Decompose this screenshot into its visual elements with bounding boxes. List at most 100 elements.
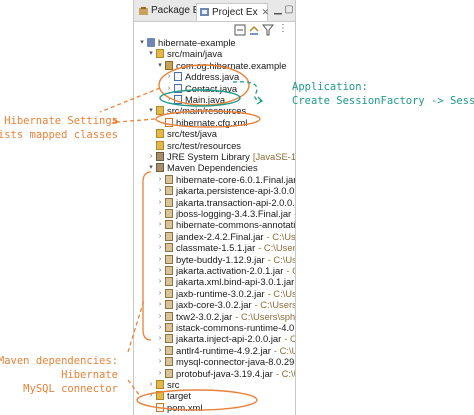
link-editor-icon[interactable] — [248, 23, 260, 37]
tree-item-label: src — [167, 378, 180, 391]
tree-item-label: jandex-2.4.2.Final.jar- C:\Users\sphe — [176, 230, 296, 243]
view-tab-bar: Package Ex Project Ex✕ ▁ ▢ — [134, 0, 295, 22]
tree-item[interactable]: ▾ Maven Dependencies — [134, 161, 295, 174]
tree-item-text: antlr4-runtime-4.9.2.jar — [176, 345, 271, 356]
tree-item-label: hibernate-core-6.0.1.Final.jar- C:\Users… — [176, 173, 295, 186]
chevron-icon[interactable]: ▾ — [149, 50, 153, 57]
library-icon — [156, 163, 164, 172]
tree-item[interactable]: ›jakarta.transaction-api-2.0.0.jar- — [134, 196, 295, 209]
chevron-icon[interactable]: › — [158, 278, 162, 285]
tree-item[interactable]: ›txw2-3.0.2.jar- C:\Users\spher\.m2\ — [134, 310, 295, 323]
jar-icon — [165, 346, 173, 355]
tree-item[interactable]: ▾ hibernate-example — [134, 36, 295, 49]
close-icon[interactable]: ✕ — [261, 7, 270, 17]
tree-item[interactable]: ›jaxb-runtime-3.0.2.jar- C:\Users\s — [134, 287, 295, 300]
tree-item[interactable]: ›JRE System Library[JavaSE-17] — [134, 150, 295, 163]
tree-item[interactable]: › src — [134, 378, 295, 391]
tree-item[interactable]: ›jakarta.persistence-api-3.0.0.jar — [134, 184, 295, 197]
tree-item-decoration: - C:\Users\spher — [254, 299, 295, 310]
source-folder-icon — [156, 129, 164, 138]
chevron-icon[interactable]: ▾ — [149, 164, 153, 171]
minimize-view-icon[interactable]: ▁ — [274, 4, 282, 15]
source-folder-icon — [156, 141, 164, 150]
tree-item-text: src/main/java — [167, 48, 223, 59]
tree-item[interactable]: › jaxb-core-3.0.2.jar- C:\Users\spher — [134, 298, 295, 311]
chevron-icon[interactable]: › — [158, 267, 162, 274]
tree-item[interactable]: › mysql-connector-java-8.0.29.jar — [134, 355, 295, 368]
tree-item-label: hibernate-example — [158, 36, 236, 49]
jar-icon — [165, 255, 173, 264]
jar-icon — [165, 220, 173, 229]
view-menu-icon[interactable]: ⋮ — [278, 23, 288, 34]
chevron-icon[interactable]: › — [158, 210, 162, 217]
chevron-icon[interactable]: › — [158, 221, 162, 228]
tree-item[interactable]: ›jakarta.xml.bind-api-3.0.1.jar- C:\ — [134, 275, 295, 288]
tree-item-label: Maven Dependencies — [167, 161, 258, 174]
project-explorer-icon — [200, 8, 209, 16]
tree-item-text: jakarta.activation-2.0.1.jar — [176, 265, 284, 276]
tree-item-decoration: - C:\Us — [284, 333, 295, 344]
tree-item-label: byte-buddy-1.12.9.jar- C:\Users\sp — [176, 253, 295, 266]
tree-item[interactable]: ›antlr4-runtime-4.9.2.jar- C:\Users\ — [134, 344, 295, 357]
chevron-icon[interactable]: › — [158, 233, 162, 240]
chevron-icon[interactable]: › — [158, 335, 162, 342]
jar-icon — [165, 243, 173, 252]
tree-item[interactable]: ›protobuf-java-3.19.4.jar- C:\Users — [134, 367, 295, 380]
maximize-view-icon[interactable]: ▢ — [284, 4, 294, 15]
tree-item[interactable]: ▾ src/main/java — [134, 47, 295, 60]
chevron-icon[interactable]: › — [158, 347, 162, 354]
jar-icon — [165, 209, 173, 218]
tree-item[interactable]: ›jakarta.activation-2.0.1.jar- C:\U — [134, 264, 295, 277]
chevron-icon[interactable]: › — [158, 199, 162, 206]
chevron-icon[interactable]: › — [158, 370, 162, 377]
jar-icon — [165, 277, 173, 286]
chevron-icon[interactable] — [147, 401, 155, 414]
folder-icon — [156, 380, 164, 389]
tree-item[interactable]: › jandex-2.4.2.Final.jar- C:\Users\sphe — [134, 230, 295, 243]
jar-icon — [165, 266, 173, 275]
chevron-icon[interactable]: › — [158, 324, 162, 331]
tree-item[interactable]: ›classmate-1.5.1.jar- C:\Users\spher — [134, 241, 295, 254]
view-toolbar: ⋮ — [134, 21, 295, 37]
jar-icon — [165, 186, 173, 195]
tree-item[interactable]: src/test/resources — [134, 139, 295, 152]
tree-item[interactable]: ›istack-commons-runtime-4.0.1.jar — [134, 321, 295, 334]
tab-package-explorer[interactable]: Package Ex — [136, 3, 204, 21]
chevron-icon[interactable]: › — [158, 187, 162, 194]
tree-item[interactable]: ›jakarta.inject-api-2.0.0.jar- C:\Us — [134, 332, 295, 345]
chevron-icon[interactable]: › — [158, 290, 162, 297]
jar-icon — [165, 323, 173, 332]
tree-item-label: jaxb-core-3.0.2.jar- C:\Users\spher — [176, 298, 295, 311]
chevron-icon[interactable]: › — [158, 313, 162, 320]
tree-item-decoration: - C:\Users — [275, 368, 295, 379]
chevron-icon[interactable]: › — [149, 153, 153, 160]
chevron-icon[interactable]: › — [158, 358, 162, 365]
tree-item-text: target — [167, 390, 191, 401]
tree-item-text: byte-buddy-1.12.9.jar — [176, 254, 265, 265]
project-explorer-panel: Package Ex Project Ex✕ ▁ ▢ ⋮ ▾ hibernate-… — [133, 0, 296, 415]
tree-item[interactable]: ›hibernate-commons-annotations-6. — [134, 218, 295, 231]
chevron-icon[interactable]: › — [158, 176, 162, 183]
tree-item-text: mysql-connector-java-8.0.29.jar — [176, 356, 296, 367]
chevron-icon[interactable]: › — [158, 244, 162, 251]
filter-icon[interactable] — [262, 23, 274, 37]
jar-icon — [165, 312, 173, 321]
tree-item[interactable]: › byte-buddy-1.12.9.jar- C:\Users\sp — [134, 253, 295, 266]
tree-item-decoration: - C:\Users\spher — [258, 242, 296, 253]
tab-project-explorer[interactable]: Project Ex✕ — [196, 3, 270, 21]
tree-item[interactable]: › hibernate-core-6.0.1.Final.jar- C:\User… — [134, 173, 295, 186]
tree-item-text: src — [167, 379, 180, 390]
jar-icon — [165, 369, 173, 378]
chevron-icon[interactable]: ▾ — [140, 39, 144, 46]
chevron-icon[interactable]: › — [158, 301, 162, 308]
collapse-all-icon[interactable] — [234, 23, 246, 37]
tree-item[interactable]: pom.xml — [134, 401, 295, 414]
tree-item[interactable]: ›jboss-logging-3.4.3.Final.jar- C:\ — [134, 207, 295, 220]
annotation-line: Lists mapped classes — [0, 129, 118, 141]
tree-item-decoration: - C:\Users\sphe — [266, 231, 296, 242]
chevron-icon[interactable]: › — [149, 381, 153, 388]
chevron-icon[interactable]: › — [158, 256, 162, 263]
annotation-hibernate-settings: Hibernate Settings Lists mapped classes — [0, 114, 118, 142]
package-explorer-icon — [139, 7, 148, 15]
tree-item[interactable]: src/test/java — [134, 127, 295, 140]
